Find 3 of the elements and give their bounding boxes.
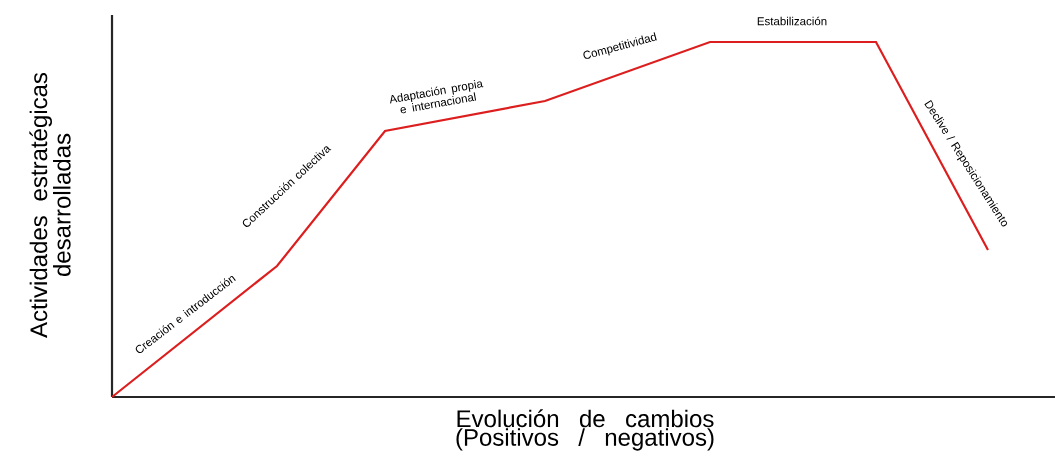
phase-label: Estabilización bbox=[757, 16, 827, 26]
axis-title: Actividades estratégicas desarrolladas bbox=[29, 72, 71, 338]
axis-title: Evolución de cambios (Positivos / negativos) bbox=[456, 409, 714, 451]
